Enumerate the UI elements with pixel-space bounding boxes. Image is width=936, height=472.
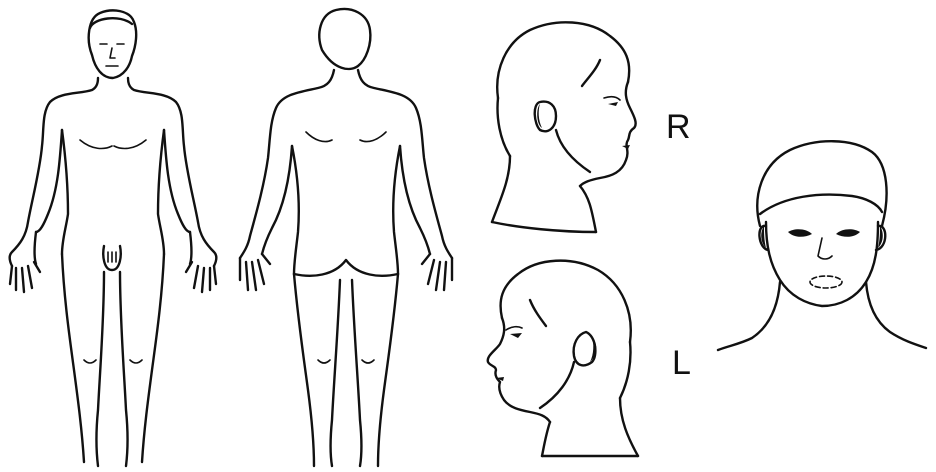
left-profile-head [488, 261, 638, 456]
left-side-label: L [672, 346, 691, 380]
front-face-head [718, 141, 926, 350]
right-side-label: R [666, 110, 691, 144]
front-body-figure [10, 10, 217, 466]
back-body-figure [240, 9, 452, 466]
right-profile-head [492, 22, 636, 232]
